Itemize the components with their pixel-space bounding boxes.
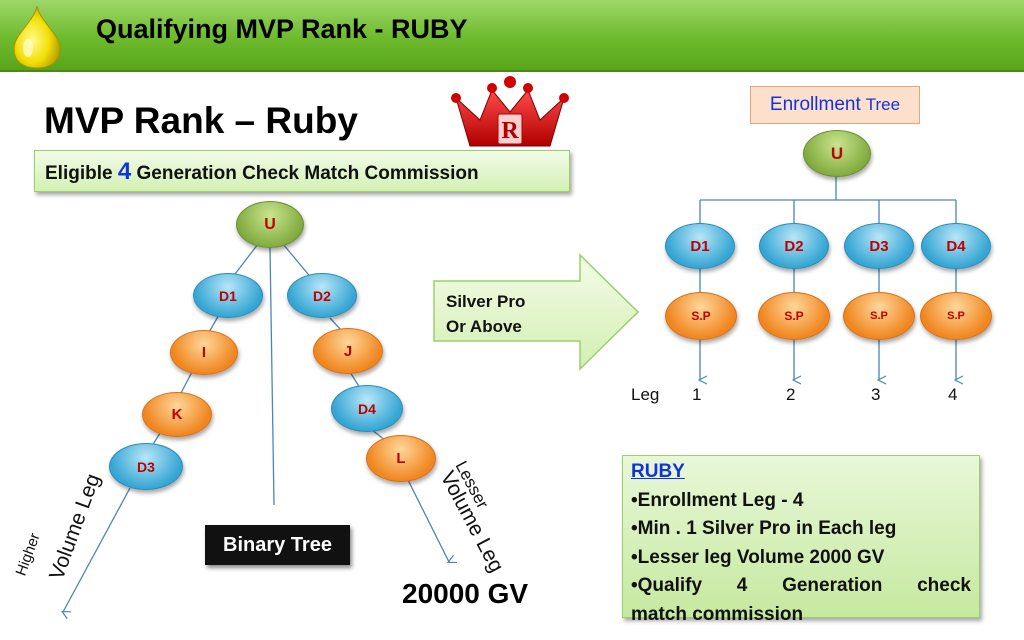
binary-node-l: L [366,435,436,482]
eligible-banner: Eligible 4 Generation Check Match Commis… [34,150,570,192]
leg-number-3: 3 [871,385,881,404]
enrollment-node-d4: D4 [921,223,991,269]
enrollment-label-small: Tree [865,95,901,114]
higher-volume-leg-label: Volume Leg [45,470,105,583]
leg-label: Leg [631,385,660,404]
silver-pro-node-4: S.P [920,292,992,340]
arrow-label-line2: Or Above [446,317,522,336]
enrollment-node-d3: D3 [844,223,914,269]
requirement-line: •Lesser leg Volume 2000 GV [631,546,885,568]
gv-value: 20000 GV [402,578,529,609]
binary-node-d2: D2 [287,273,357,318]
binary-node-j: J [313,328,383,374]
arrow-label: Silver Pro Or Above [446,289,525,339]
silver-pro-node-1: S.P [665,292,737,340]
silver-pro-node-2: S.P [758,292,830,340]
requirement-line: •Enrollment Leg - 4 [631,489,804,511]
crown-letter: R [501,118,519,144]
oil-drop-icon [13,5,61,69]
binary-root-node: U [236,201,304,248]
binary-node-d1: D1 [193,273,263,318]
higher-label: Higher [12,530,44,579]
requirement-line: match commission [631,603,804,625]
eligible-suffix: Generation Check Match Commission [136,163,479,184]
leg-number-1: 1 [692,385,702,404]
enrollment-node-d1: D1 [665,223,735,269]
rank-title: MVP Rank – Ruby [44,100,358,141]
binary-node-k: K [142,392,212,437]
binary-tree-label: Binary Tree [205,525,350,565]
enrollment-root-node: U [803,130,871,177]
binary-node-d3: D3 [109,443,183,490]
page-title: Qualifying MVP Rank - RUBY [96,14,468,44]
ruby-requirements-box: RUBY •Enrollment Leg - 4 •Min . 1 Silver… [622,455,980,625]
big-arrow-shape [433,253,640,371]
enrollment-node-d2: D2 [759,223,829,269]
binary-node-d4: D4 [331,385,403,432]
title-bar [0,0,1024,72]
requirement-line: •Qualify 4 Generation check [631,575,971,596]
enrollment-tree-label: Enrollment Tree [750,86,920,124]
crown-icon: R [451,76,569,147]
binary-node-i: I [170,330,238,375]
leg-number-2: 2 [786,385,796,404]
eligible-prefix: Eligible [45,163,113,184]
arrow-label-line1: Silver Pro [446,292,526,311]
eligible-number: 4 [117,158,132,185]
leg-number-4: 4 [948,385,958,404]
requirement-line: •Min . 1 Silver Pro in Each leg [631,518,897,539]
silver-pro-node-3: S.P [843,292,915,340]
enrollment-label-main: Enrollment [769,94,861,115]
ruby-heading: RUBY [631,461,685,482]
